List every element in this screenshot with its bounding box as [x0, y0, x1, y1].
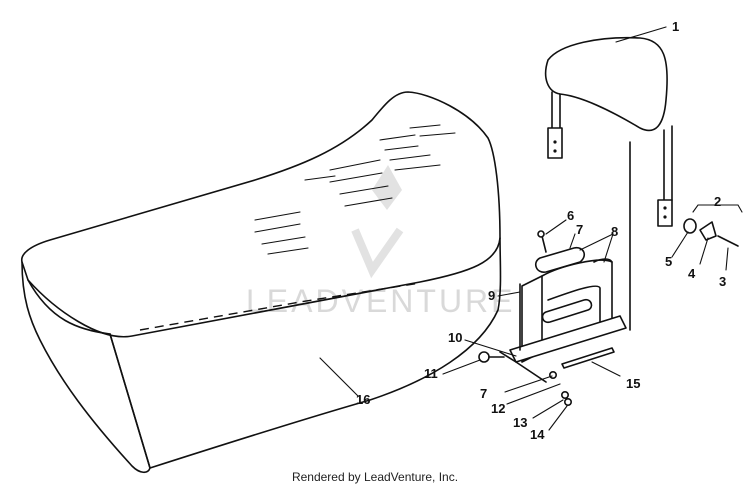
washer-part-13[interactable] — [560, 390, 569, 399]
callout-5: 5 — [665, 254, 672, 269]
callout-12: 12 — [491, 401, 505, 416]
callout-3: 3 — [719, 274, 726, 289]
callout-13: 13 — [513, 415, 527, 430]
callout-7b: 7 — [480, 386, 487, 401]
rack-part-8[interactable] — [509, 258, 627, 363]
base-part-10[interactable] — [499, 351, 547, 383]
handle-part-7[interactable] — [534, 246, 586, 273]
callouts: 1 2 3 4 5 6 7 8 9 10 11 7 12 13 14 15 16 — [356, 19, 726, 442]
callout-2: 2 — [714, 194, 721, 209]
callout-6: 6 — [567, 208, 574, 223]
callout-14: 14 — [530, 427, 545, 442]
callout-15: 15 — [626, 376, 640, 391]
seat-part-16[interactable] — [21, 91, 502, 474]
screw-part-3[interactable] — [717, 235, 739, 247]
callout-16: 16 — [356, 392, 370, 407]
washer-part-12[interactable] — [548, 370, 557, 379]
callout-4: 4 — [688, 266, 696, 281]
screw-part-6[interactable] — [537, 230, 547, 253]
nut-part-14[interactable] — [563, 397, 572, 406]
knob-part-5[interactable] — [683, 218, 697, 234]
callout-11: 11 — [424, 366, 438, 381]
watermark: LEADVENTURE — [246, 165, 516, 319]
callout-1: 1 — [672, 19, 679, 34]
watermark-text: LEADVENTURE — [246, 283, 516, 319]
footer-credit: Rendered by LeadVenture, Inc. — [291, 470, 459, 484]
callout-9: 9 — [488, 288, 495, 303]
strip-part-15[interactable] — [561, 347, 615, 369]
bolt-part-11[interactable] — [478, 351, 505, 363]
callout-8: 8 — [611, 224, 618, 239]
callout-7: 7 — [576, 222, 583, 237]
backrest-part-1[interactable] — [544, 36, 673, 331]
clamp-part-4[interactable] — [699, 221, 717, 241]
callout-10: 10 — [448, 330, 462, 345]
leader-lines — [319, 26, 743, 431]
